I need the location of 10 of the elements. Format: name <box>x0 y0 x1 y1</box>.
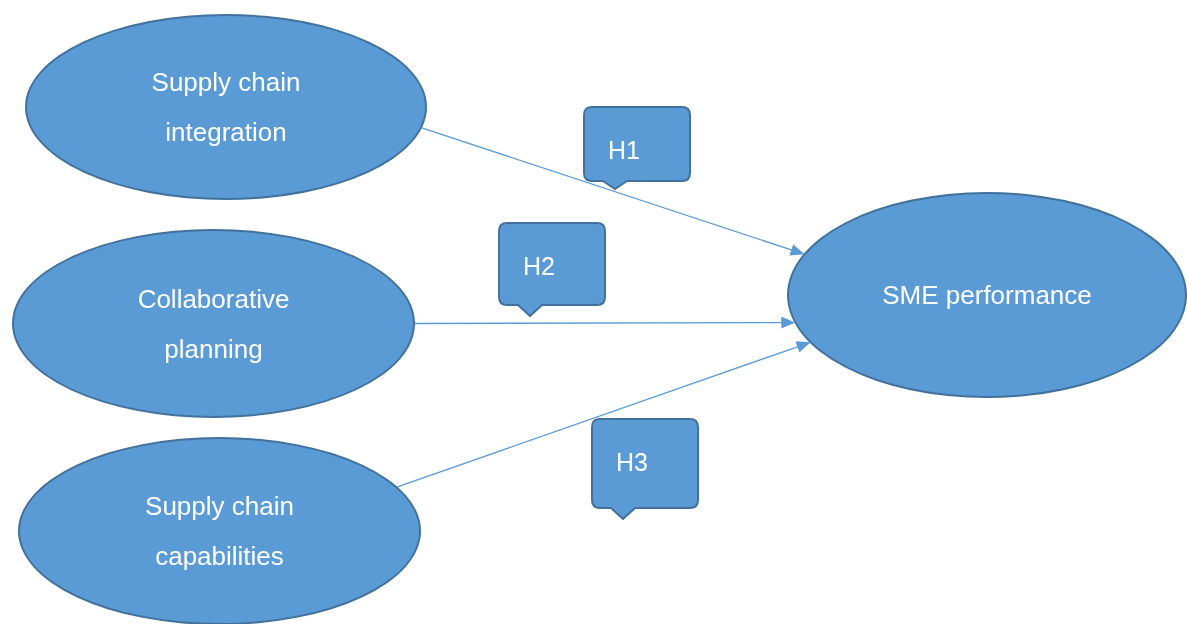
ellipse-node: SME performance <box>787 192 1187 398</box>
callout-bubble: H3 <box>591 418 699 520</box>
arrow <box>396 341 811 488</box>
callout-bubble: H1 <box>583 106 691 190</box>
callout-bubble: H2 <box>498 222 606 317</box>
ellipse-node: Collaborative planning <box>12 229 415 418</box>
ellipse-node: Supply chain integration <box>25 14 427 200</box>
arrow <box>421 127 805 256</box>
arrow <box>414 316 796 329</box>
ellipse-node: Supply chain capabilities <box>18 437 421 624</box>
